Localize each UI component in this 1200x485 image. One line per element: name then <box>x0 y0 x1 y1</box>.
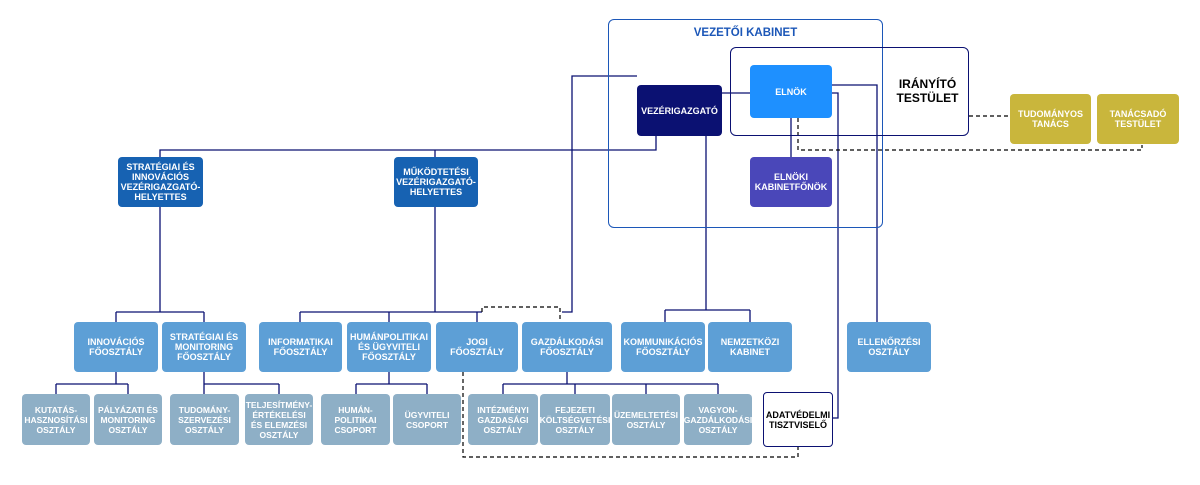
intezmenyi-gazdasagi-osztaly-box: INTÉZMÉNYI GAZDASÁGI OSZTÁLY <box>468 394 538 445</box>
jogi-foosztaly-box: JOGI FŐOSZTÁLY <box>436 322 518 372</box>
nemzetkozi-kabinet-box: NEMZETKÖZI KABINET <box>708 322 792 372</box>
tudomanyos-tanacs-box: TUDOMÁNYOS TANÁCS <box>1010 94 1091 144</box>
kutatas-hasznositasi-osztaly-box: KUTATÁS- HASZNOSÍTÁSI OSZTÁLY <box>22 394 90 445</box>
innovacios-foosztaly-box: INNOVÁCIÓS FŐOSZTÁLY <box>74 322 158 372</box>
mukodtetesi-vezerigazgato-helyettes-box: MŰKÖDTETÉSI VEZÉRIGAZGATÓ- HELYETTES <box>394 157 478 207</box>
humanpolitikai-csoport-box: HUMÁN- POLITIKAI CSOPORT <box>321 394 390 445</box>
ellenorzesi-osztaly-box: ELLENŐRZÉSI OSZTÁLY <box>847 322 931 372</box>
vagyongazdalkodasi-osztaly-box: VAGYON- GAZDÁLKODÁSI OSZTÁLY <box>684 394 752 445</box>
ugyviteli-csoport-box: ÜGYVITELI CSOPORT <box>393 394 461 445</box>
elnok-box: ELNÖK <box>750 65 832 118</box>
gazdalkodasi-foosztaly-box: GAZDÁLKODÁSI FŐOSZTÁLY <box>522 322 612 372</box>
strategiai-monitoring-foosztaly-box: STRATÉGIAI ÉS MONITORING FŐOSZTÁLY <box>162 322 246 372</box>
kommunikacios-foosztaly-box: KOMMUNIKÁCIÓS FŐOSZTÁLY <box>621 322 705 372</box>
uzemeltetesi-osztaly-box: ÜZEMELTETÉSI OSZTÁLY <box>612 394 680 445</box>
vezetoi-kabinet-title: VEZETŐI KABINET <box>693 27 798 39</box>
tudomanyszervezesi-osztaly-box: TUDOMÁNY- SZERVEZÉSI OSZTÁLY <box>170 394 239 445</box>
elnoki-kabinetfonok-box: ELNÖKI KABINETFŐNÖK <box>750 157 832 207</box>
humanpolitikai-foosztaly-box: HUMÁNPOLITIKAI ÉS ÜGYVITELI FŐOSZTÁLY <box>347 322 431 372</box>
vezetoi-kabinet-frame <box>608 19 883 228</box>
teljesitmenyertekelesi-osztaly-box: TELJESÍTMÉNY- ÉRTÉKELÉSI ÉS ELEMZÉSI OSZ… <box>245 394 313 445</box>
vezerigazgato-box: VEZÉRIGAZGATÓ <box>637 85 722 136</box>
informatikai-foosztaly-box: INFORMATIKAI FŐOSZTÁLY <box>259 322 342 372</box>
adatvedelmi-tisztviselo-box: ADATVÉDELMI TISZTVISELŐ <box>763 392 833 447</box>
strategiai-vezerigazgato-helyettes-box: STRATÉGIAI ÉS INNOVÁCIÓS VEZÉRIGAZGATÓ- … <box>118 157 203 207</box>
fejezeti-koltsegvetesi-osztaly-box: FEJEZETI KÖLTSÉGVETÉSI OSZTÁLY <box>540 394 610 445</box>
palyazati-monitoring-osztaly-box: PÁLYÁZATI ÉS MONITORING OSZTÁLY <box>94 394 162 445</box>
tanacsado-testulet-box: TANÁCSADÓ TESTÜLET <box>1097 94 1179 144</box>
iranyito-testulet-title: IRÁNYÍTÓ TESTÜLET <box>896 77 959 105</box>
iranyito-testulet-frame <box>730 47 969 136</box>
